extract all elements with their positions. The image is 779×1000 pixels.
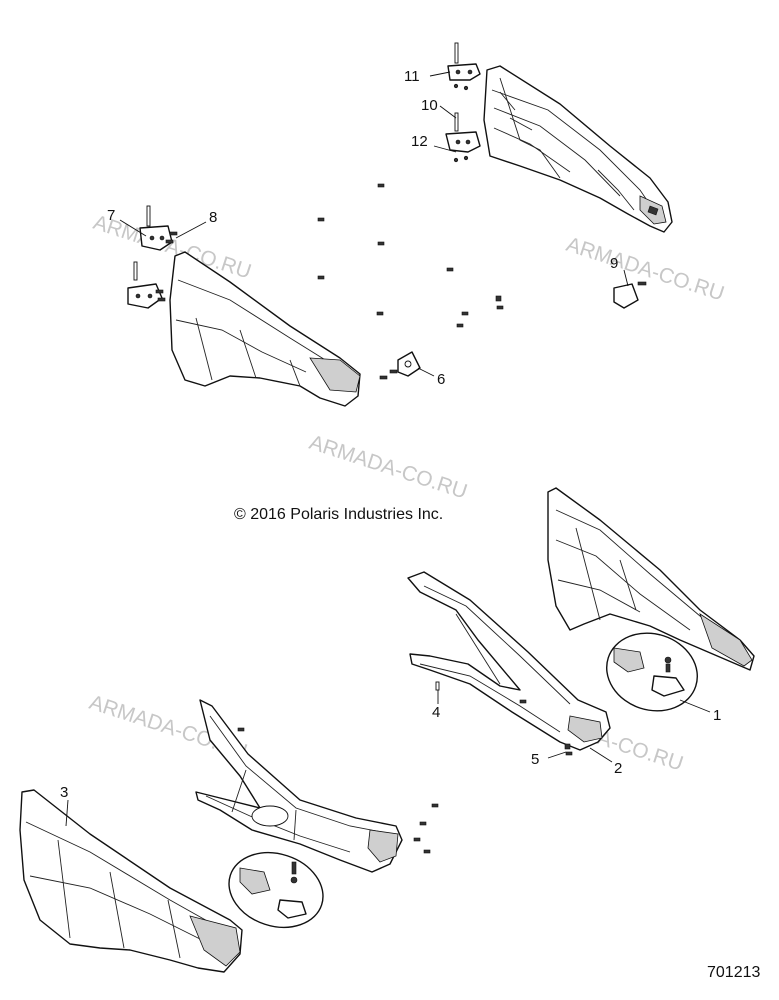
callout-1: 1 bbox=[713, 707, 721, 724]
watermark-3: ARMADA-CO.RU bbox=[306, 431, 470, 504]
callout-4: 4 bbox=[432, 704, 440, 721]
callout-5: 5 bbox=[531, 751, 539, 768]
callout-7: 7 bbox=[107, 207, 115, 224]
frame-fasteners bbox=[435, 681, 573, 756]
latch-assembly-1 bbox=[606, 632, 698, 712]
leader-lines bbox=[65, 71, 711, 827]
callout-2: 2 bbox=[614, 760, 622, 777]
loose-fasteners bbox=[317, 183, 504, 328]
front-frame bbox=[195, 699, 439, 873]
upper-door-frame bbox=[483, 65, 673, 233]
rear-frame-2 bbox=[407, 571, 611, 751]
rear-door-panel bbox=[547, 487, 755, 671]
callout-6: 6 bbox=[437, 371, 445, 388]
copyright-text: © 2016 Polaris Industries Inc. bbox=[234, 506, 444, 523]
callout-9: 9 bbox=[610, 255, 618, 272]
upper-door-panel bbox=[169, 251, 361, 407]
front-latch-assembly bbox=[228, 851, 324, 929]
callout-11: 11 bbox=[404, 68, 420, 85]
callout-10: 10 bbox=[421, 97, 438, 114]
latch-9 bbox=[613, 281, 647, 309]
callout-8: 8 bbox=[209, 209, 217, 226]
document-number: 701213 bbox=[707, 964, 761, 981]
latch-plate-6 bbox=[379, 351, 421, 380]
upper-hinge-hardware bbox=[445, 42, 481, 163]
watermark-2: ARMADA-CO.RU bbox=[563, 233, 727, 306]
callouts: 1 2 3 4 5 6 7 8 9 10 11 12 bbox=[60, 68, 721, 801]
front-door-panel-3 bbox=[19, 789, 243, 973]
upper-left-hinge-hardware bbox=[127, 205, 178, 309]
callout-3: 3 bbox=[60, 784, 68, 801]
callout-12: 12 bbox=[411, 133, 428, 150]
